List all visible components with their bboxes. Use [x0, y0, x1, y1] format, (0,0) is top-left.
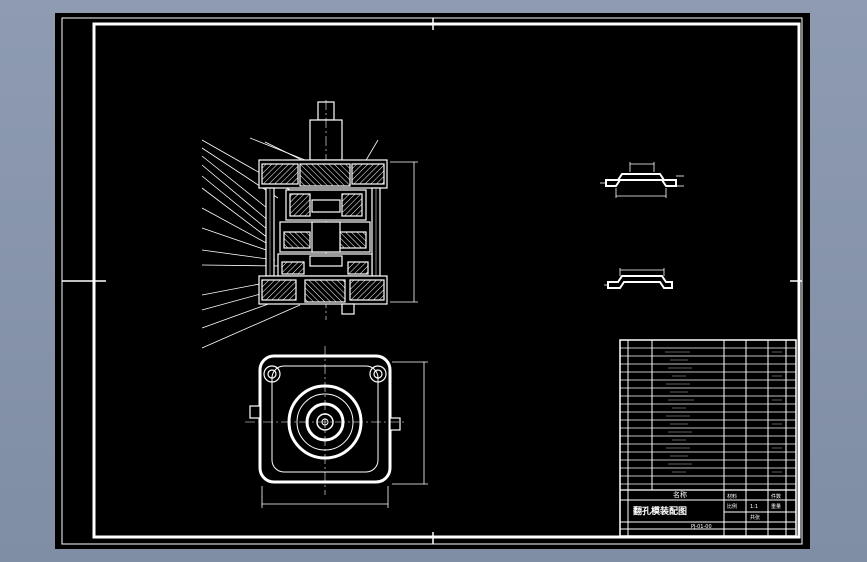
designation-header: 名称 — [673, 490, 687, 499]
part-detail-blank — [600, 162, 684, 198]
front-section-view — [201, 100, 418, 349]
centering-marks — [62, 18, 802, 544]
scale-label: 比例 — [727, 503, 737, 510]
top-plan-view — [245, 346, 428, 508]
sheet-label: 共张 — [750, 514, 760, 521]
parts-list-rows — [620, 347, 796, 485]
assembly-title: 翻孔模装配图 — [633, 505, 687, 517]
height-dimension — [390, 161, 418, 303]
quantity-label: 件数 — [771, 493, 781, 500]
parts-list-entries — [665, 351, 782, 473]
weight-label: 重量 — [771, 503, 781, 510]
material-label: 材料 — [727, 493, 737, 500]
drawing-number: PJ-01-00 — [691, 524, 712, 530]
scale-value: 1:1 — [750, 504, 758, 510]
part-leader-lines — [201, 137, 379, 349]
parts-list-table — [619, 339, 797, 537]
part-detail-flanged — [604, 268, 673, 289]
plan-dimensions — [261, 361, 428, 508]
